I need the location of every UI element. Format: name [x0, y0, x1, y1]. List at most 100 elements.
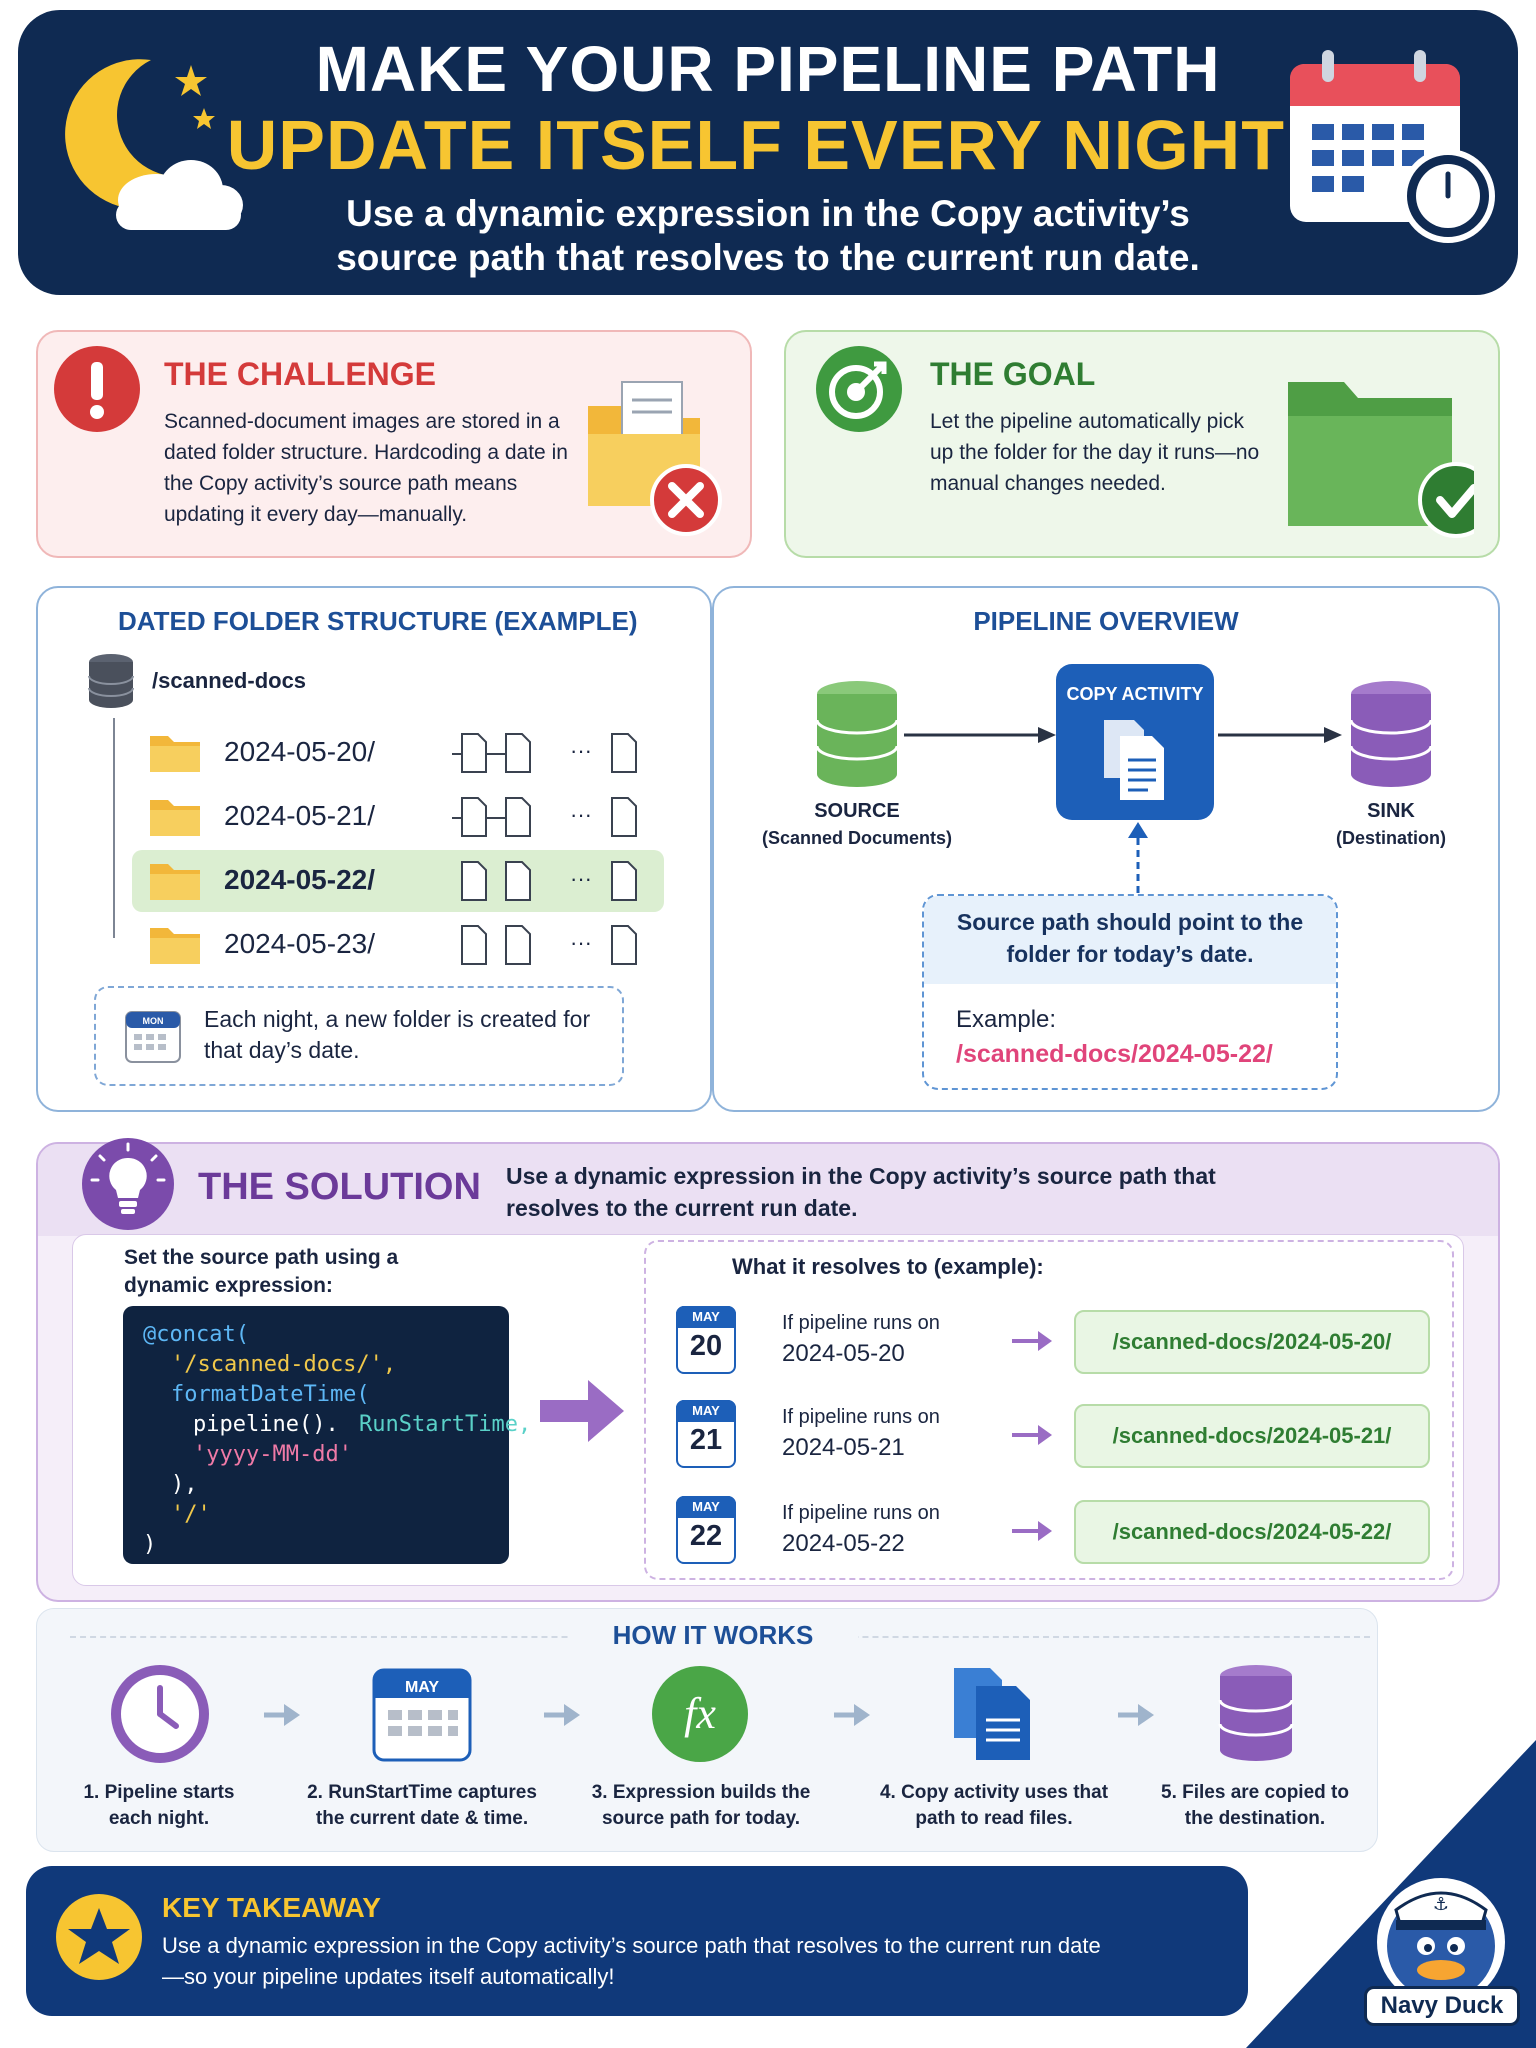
goal-title: THE GOAL — [930, 356, 1096, 392]
source-sublabel: (Scanned Documents) — [761, 828, 953, 848]
code-line: RunStartTime, — [359, 1412, 532, 1437]
example-path: /scanned-docs/2024-05-22/ — [956, 1040, 1273, 1068]
folder-row-selected[interactable]: 2024-05-22/ — [148, 856, 668, 906]
resolve-row: MAY 21 If pipeline runs on 2024-05-21 — [676, 1400, 1436, 1474]
calendar-may-icon: MAY — [372, 1668, 472, 1762]
arrow-right-icon — [1012, 1331, 1052, 1351]
goal-text: Let the pipeline automatically pick up t… — [930, 410, 1260, 495]
arrow-right-icon — [264, 1704, 300, 1726]
code-line: @concat( — [143, 1322, 249, 1347]
resolved-path: /scanned-docs/2024-05-21/ — [1074, 1404, 1430, 1468]
folder-name: 2024-05-23/ — [224, 928, 376, 959]
arrow-right-icon — [904, 727, 1056, 743]
folder-row[interactable]: 2024-05-21/ — [148, 792, 668, 842]
resolved-path: /scanned-docs/2024-05-20/ — [1074, 1310, 1430, 1374]
runs-label: If pipeline runs on — [782, 1406, 940, 1428]
copy-activity-label: COPY ACTIVITY — [1066, 684, 1204, 704]
challenge-text: Scanned-document images are stored in a … — [164, 410, 568, 526]
folder-name: 2024-05-22/ — [224, 864, 376, 895]
navy-duck-logo: ⚓ — [1377, 1878, 1505, 2006]
step-label: 2. RunStartTime captures the current dat… — [307, 1782, 537, 1829]
header-subtitle: Use a dynamic expression in the Copy act… — [336, 193, 1200, 278]
how-title: HOW IT WORKS — [612, 1620, 814, 1650]
tree-line — [113, 718, 115, 938]
lightbulb-icon — [82, 1138, 174, 1230]
callout-text: Source path should point to the folder f… — [956, 909, 1304, 967]
calendar-month: MAY — [405, 1679, 439, 1696]
ellipsis: ··· — [570, 930, 592, 955]
folder-row[interactable]: 2024-05-20/ — [148, 728, 668, 778]
step-label: 4. Copy activity uses that path to read … — [879, 1782, 1109, 1829]
resolve-row: MAY 20 If pipeline runs on 2024-05-20 — [676, 1306, 1436, 1380]
run-date: 2024-05-22 — [782, 1530, 905, 1557]
folder-root: /scanned-docs — [152, 668, 307, 693]
resolved-path: /scanned-docs/2024-05-22/ — [1074, 1500, 1430, 1564]
sink-label: SINK — [1367, 800, 1415, 822]
code-line: '/' — [171, 1502, 211, 1527]
folder-structure-title: DATED FOLDER STRUCTURE (EXAMPLE) — [118, 606, 638, 636]
svg-text:⚓: ⚓ — [1433, 1894, 1449, 1915]
code-line: ), — [171, 1472, 198, 1497]
folder-note-box — [94, 986, 624, 1086]
solution-header — [38, 1144, 1498, 1236]
header-title-line1: MAKE YOUR PIPELINE PATH — [315, 33, 1221, 105]
folder-note-text: Each night, a new folder is created for … — [204, 1006, 591, 1063]
brand-name: Navy Duck — [1364, 1986, 1520, 2026]
calendar-clock-icon — [1290, 50, 1495, 243]
ellipsis: ··· — [570, 738, 592, 763]
database-icon — [88, 654, 134, 708]
arrow-right-icon — [834, 1704, 870, 1726]
fx-label: fx — [684, 1689, 716, 1738]
pipeline-title: PIPELINE OVERVIEW — [973, 606, 1239, 636]
takeaway-title: KEY TAKEAWAY — [162, 1892, 381, 1923]
file-icons — [452, 733, 531, 965]
star-icon — [56, 1894, 142, 1980]
step-label: 3. Expression builds the source path for… — [591, 1782, 811, 1829]
arrow-right-icon — [1118, 1704, 1154, 1726]
folder-name: 2024-05-21/ — [224, 800, 376, 831]
calendar-month: MAY — [676, 1400, 736, 1422]
resolve-examples-box — [644, 1240, 1454, 1580]
step-label: 5. Files are copied to the destination. — [1161, 1782, 1349, 1829]
folder-error-icon — [588, 381, 722, 536]
folder-check-icon — [1288, 382, 1474, 538]
resolves-label: What it resolves to (example): — [732, 1254, 1044, 1279]
code-line: pipeline(). — [193, 1412, 339, 1437]
code-line: 'yyyy-MM-dd' — [193, 1442, 352, 1467]
copy-documents-icon — [1104, 720, 1164, 800]
runs-label: If pipeline runs on — [782, 1502, 940, 1524]
folder-row[interactable]: 2024-05-23/ — [148, 920, 668, 970]
header-banner — [18, 10, 1518, 295]
code-expression-block[interactable]: @concat( '/scanned-docs/', formatDateTim… — [123, 1306, 531, 1564]
calendar-month: MAY — [676, 1496, 736, 1518]
folder-row-highlight — [132, 850, 664, 912]
clock-icon — [111, 1665, 209, 1763]
moon-cloud-icon — [65, 59, 243, 230]
solution-title: THE SOLUTION — [198, 1166, 481, 1208]
set-path-label: Set the source path using a dynamic expr… — [124, 1246, 399, 1297]
folder-icon — [150, 800, 200, 836]
arrow-right-icon — [544, 1704, 580, 1726]
documents-icon — [954, 1668, 1030, 1760]
folder-icon — [150, 736, 200, 772]
ellipsis: ··· — [570, 802, 592, 827]
arrow-right-icon — [1218, 727, 1342, 743]
ellipsis: ··· — [570, 866, 592, 891]
code-line: '/scanned-docs/', — [171, 1352, 397, 1377]
calendar-month: MAY — [676, 1306, 736, 1328]
calendar-icon: MON — [125, 1011, 181, 1063]
sink-sublabel: (Destination) — [1336, 828, 1446, 848]
callout-header — [924, 896, 1336, 984]
file-icons-end — [611, 733, 637, 965]
challenge-title: THE CHALLENGE — [164, 356, 436, 392]
solution-description: Use a dynamic expression in the Copy act… — [506, 1163, 1216, 1221]
arrow-right-purple-icon — [540, 1380, 624, 1442]
code-line: ) — [143, 1532, 157, 1557]
arrow-up-icon — [1128, 822, 1148, 898]
key-takeaway-banner — [26, 1866, 1248, 2016]
run-date: 2024-05-21 — [782, 1434, 905, 1461]
code-line: formatDateTime( — [171, 1382, 370, 1407]
folder-icon — [150, 928, 200, 964]
example-label: Example: — [956, 1006, 1057, 1033]
calendar-day: 22 — [689, 1520, 723, 1552]
